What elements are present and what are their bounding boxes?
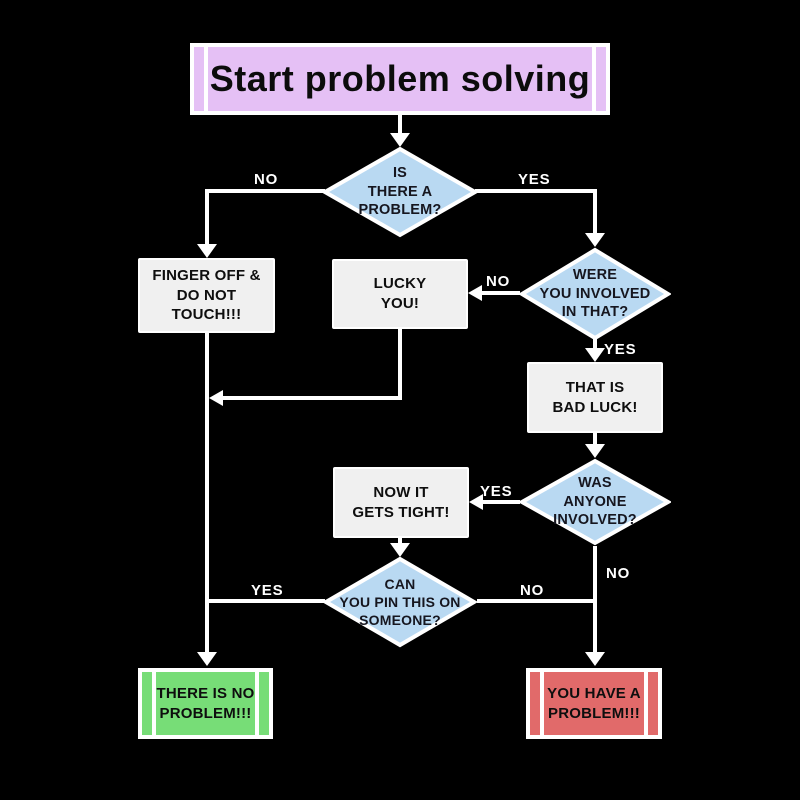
arrowhead-down-icon [585, 444, 605, 458]
edge-tight-to-pin [398, 538, 402, 546]
arrowhead-down-icon [197, 244, 217, 258]
edge-lucky-merge [398, 329, 402, 400]
arrowhead-left-icon [468, 285, 482, 301]
edge-label-no: NO [254, 171, 279, 188]
edge-label-yes: YES [604, 341, 637, 358]
arrowhead-down-icon [585, 348, 605, 362]
edge-label-yes: YES [518, 171, 551, 188]
terminal-bar [255, 672, 259, 735]
edge-left-rail [205, 333, 209, 654]
process-label: THAT IS BAD LUCK! [552, 378, 638, 416]
edge-problem-no [205, 189, 209, 246]
edge-pin-no [477, 599, 595, 603]
diamond-shape [322, 146, 478, 238]
decision-can-you-pin: CAN YOU PIN THIS ON SOMEONE? [323, 556, 477, 648]
diamond-shape [323, 556, 477, 648]
edge-start-to-problem [398, 115, 402, 135]
arrowhead-left-icon [209, 390, 223, 406]
arrowhead-down-icon [390, 133, 410, 147]
terminal-bar [592, 47, 596, 111]
start-node: Start problem solving [190, 43, 610, 115]
diamond-shape [519, 247, 671, 341]
process-label: LUCKY YOU! [373, 275, 427, 312]
arrowhead-down-icon [585, 233, 605, 247]
decision-is-there-a-problem: IS THERE A PROBLEM? [322, 146, 478, 238]
process-label: NOW IT GETS TIGHT! [352, 483, 450, 521]
edge-label-no: NO [486, 273, 511, 290]
decision-were-you-involved: WERE YOU INVOLVED IN THAT? [519, 247, 671, 341]
process-that-is-bad-luck: THAT IS BAD LUCK! [527, 362, 663, 433]
decision-label: CAN YOU PIN THIS ON SOMEONE? [339, 575, 461, 629]
decision-label: WERE YOU INVOLVED IN THAT? [539, 266, 651, 321]
arrowhead-left-icon [469, 494, 483, 510]
no-problem-node: THERE IS NO PROBLEM!!! [138, 668, 273, 739]
edge-badluck-to-anyone [593, 433, 597, 446]
start-node-label: Start problem solving [209, 58, 591, 99]
edge-label-yes: YES [480, 483, 513, 500]
edge-lucky-merge [222, 396, 402, 400]
edge-problem-yes [593, 189, 597, 235]
edge-pin-yes [207, 599, 325, 603]
diamond-shape [519, 458, 671, 546]
terminal-bar [540, 672, 544, 735]
terminal-label: YOU HAVE A PROBLEM!!! [547, 684, 641, 722]
arrowhead-down-icon [585, 652, 605, 666]
decision-label: WAS ANYONE INVOLVED? [553, 474, 637, 529]
terminal-bar [152, 672, 156, 735]
edge-label-no: NO [606, 565, 631, 582]
edge-problem-no [205, 189, 325, 193]
process-lucky-you: LUCKY YOU! [332, 259, 468, 329]
arrowhead-down-icon [197, 652, 217, 666]
arrowhead-down-icon [390, 543, 410, 557]
terminal-label: THERE IS NO PROBLEM!!! [156, 684, 255, 722]
edge-label-yes: YES [251, 582, 284, 599]
decision-label: IS THERE A PROBLEM? [358, 164, 442, 219]
process-finger-off: FINGER OFF & DO NOT TOUCH!!! [138, 258, 275, 333]
edge-problem-yes [475, 189, 597, 193]
edge-involved-no [482, 291, 520, 295]
terminal-bar [644, 672, 648, 735]
edge-anyone-no [593, 546, 597, 654]
process-now-it-gets-tight: NOW IT GETS TIGHT! [333, 467, 469, 538]
terminal-bar [204, 47, 208, 111]
edge-anyone-yes [483, 500, 520, 504]
edge-label-no: NO [520, 582, 545, 599]
process-label: FINGER OFF & DO NOT TOUCH!!! [152, 266, 261, 324]
edge-involved-yes [593, 339, 597, 351]
decision-was-anyone-involved: WAS ANYONE INVOLVED? [519, 458, 671, 546]
have-problem-node: YOU HAVE A PROBLEM!!! [526, 668, 662, 739]
